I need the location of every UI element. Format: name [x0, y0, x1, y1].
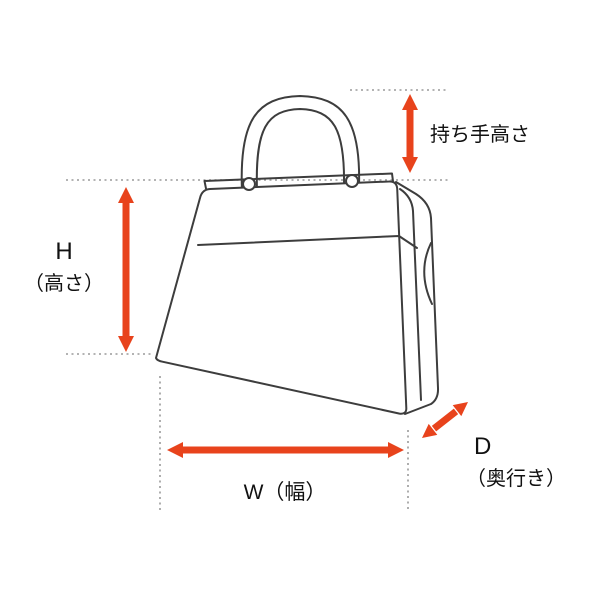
bag-top-rim — [203, 172, 394, 190]
depth-symbol: D — [474, 433, 492, 460]
width-arrow — [167, 442, 404, 458]
bag-handle-outer — [240, 95, 361, 192]
handle-ring-left — [242, 177, 256, 191]
width-label: W（幅） — [243, 481, 327, 504]
bag-gusset-crease — [423, 242, 433, 305]
height-label: H （高さ） — [16, 236, 112, 300]
guide-lines — [66, 89, 448, 512]
bag-flap-line — [197, 235, 418, 249]
depth-label: D （奥行き） — [466, 430, 566, 496]
handle-ring-right — [345, 174, 359, 188]
height-suffix: （高さ） — [24, 273, 104, 295]
bag-gusset-line — [399, 188, 422, 401]
depth-arrow — [422, 402, 468, 438]
bag-front-panel — [155, 180, 408, 415]
handle-height-label: 持ち手高さ — [430, 124, 530, 146]
height-symbol: H — [55, 238, 73, 265]
handle-height-arrow — [402, 94, 418, 173]
bag-handle-inner — [255, 108, 346, 192]
height-arrow — [118, 187, 134, 352]
handbag-illustration — [155, 95, 440, 415]
depth-suffix: （奥行き） — [466, 468, 566, 490]
